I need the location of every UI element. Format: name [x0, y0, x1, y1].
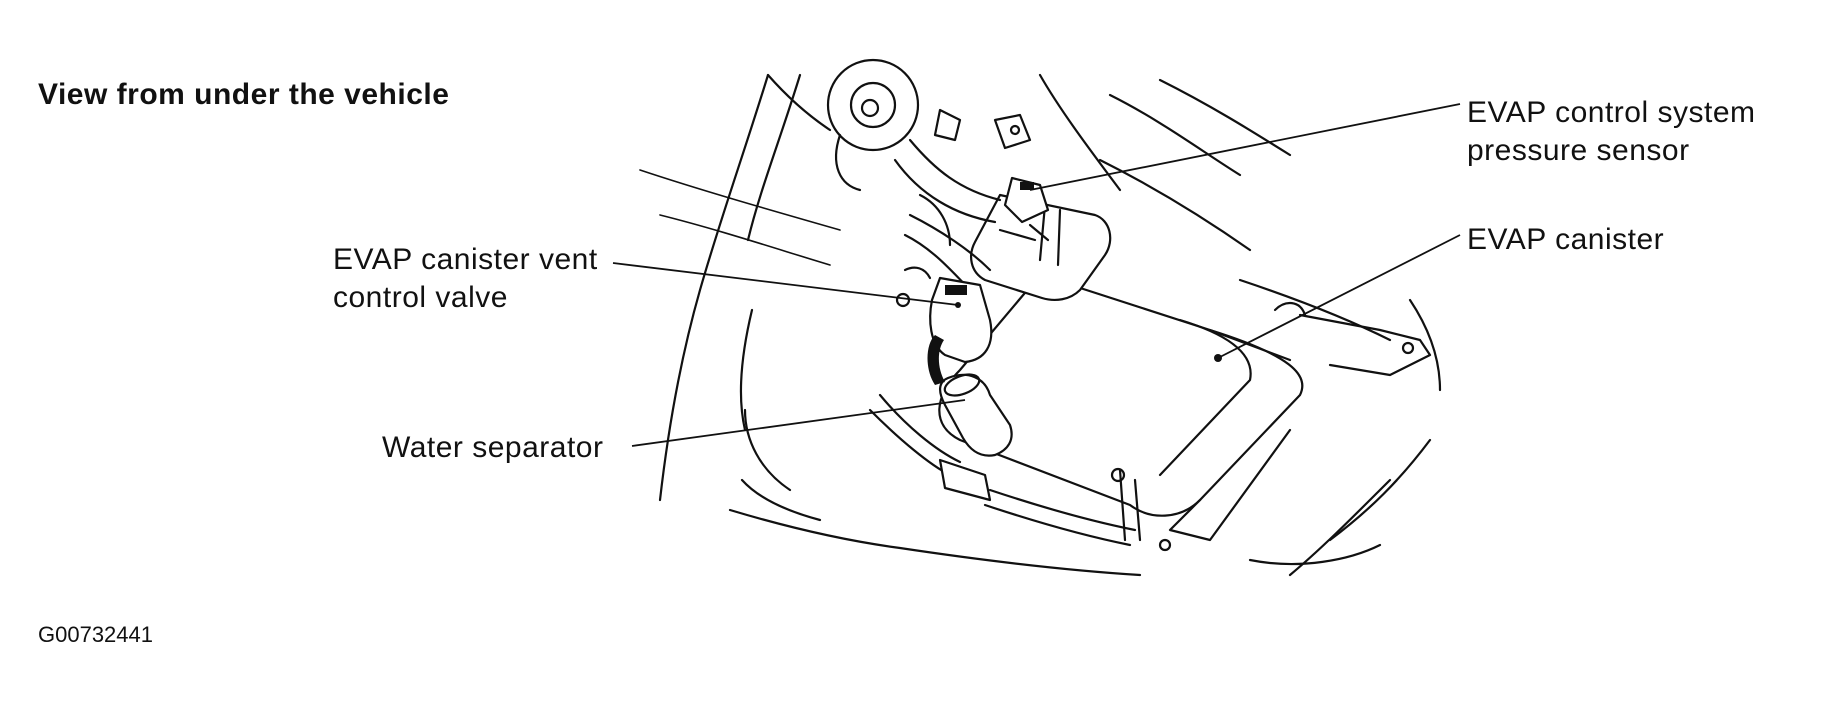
label-vent-valve-line-1: EVAP canister vent [333, 243, 598, 276]
canister-top-module [970, 193, 1112, 301]
evap-canister-body [938, 273, 1304, 542]
label-pressure-sensor: EVAP control system pressure sensor [1467, 94, 1756, 170]
label-pressure-sensor-line-1: EVAP control system [1467, 96, 1756, 129]
leader-water-separator [631, 399, 966, 447]
bracket-right [1273, 302, 1432, 377]
label-vent-valve: EVAP canister vent control valve [333, 241, 598, 317]
leader-vent-valve [612, 262, 959, 306]
leader-evap-canister [1217, 234, 1461, 359]
leader-pressure-sensor [1029, 103, 1461, 191]
figure-id: G00732441 [38, 622, 153, 647]
lower-pipes [868, 393, 1172, 552]
hub-circle [826, 58, 920, 192]
water-separator [927, 335, 1013, 457]
right-body-curves [1038, 73, 1442, 577]
hoses [893, 108, 1032, 297]
label-evap-canister: EVAP canister [1467, 223, 1665, 256]
leader-lines [612, 103, 1461, 447]
view-title: View from under the vehicle [38, 78, 450, 111]
label-vent-valve-line-2: control valve [333, 281, 508, 314]
label-pressure-sensor-line-2: pressure sensor [1467, 134, 1690, 167]
vent-control-valve [895, 266, 993, 364]
label-water-separator: Water separator [382, 431, 604, 464]
body-panel-lines [639, 73, 1142, 577]
